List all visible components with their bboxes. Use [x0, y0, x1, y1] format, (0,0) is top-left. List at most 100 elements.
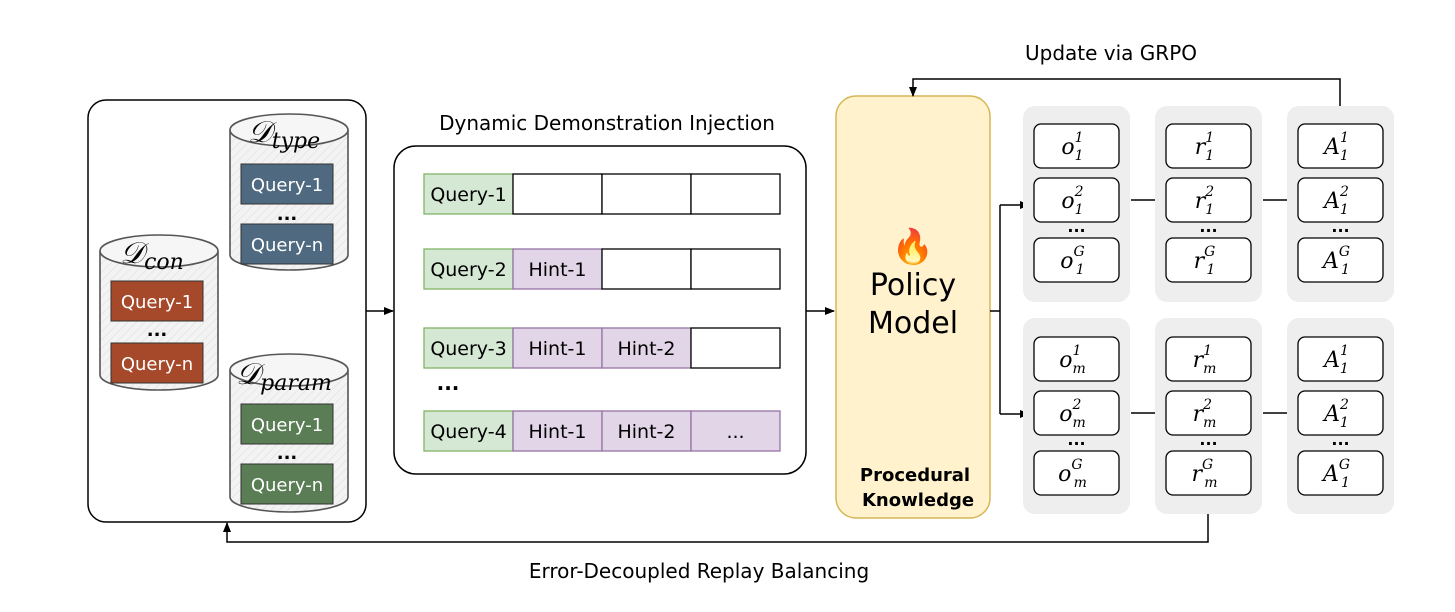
policy-model: 🔥 Policy Model Procedural Knowledge [835, 95, 991, 519]
output-box [1297, 123, 1384, 169]
database-param-query-first: Query-1 [251, 415, 323, 436]
empty-cell [690, 173, 781, 215]
query-cell [423, 248, 514, 290]
injection-container [393, 145, 807, 475]
output-dots: ... [1199, 430, 1217, 449]
output-box [1165, 123, 1252, 169]
query-cell-label: Query-1 [430, 184, 506, 206]
replay-balancing-label: Error-Decoupled Replay Balancing [529, 559, 869, 583]
empty-cell [601, 248, 692, 290]
hint-cell-label: Hint-1 [528, 338, 586, 360]
hint-cell-label: Hint-2 [617, 421, 675, 443]
dynamic-demo-title: Dynamic Demonstration Injection [439, 111, 775, 135]
procedural-knowledge-line2: Knowledge [862, 490, 974, 511]
database-type-query-last: Query-n [251, 235, 323, 256]
hint-cell-label: Hint-1 [528, 421, 586, 443]
database-param-cylinder: 𝒟param Query-1 ... Query-n [229, 353, 349, 513]
output-box [1165, 237, 1252, 283]
output-box [1297, 177, 1384, 223]
database-param-query-last: Query-n [251, 475, 323, 496]
output-box [1297, 237, 1384, 283]
database-con-query-first: Query-1 [121, 292, 193, 313]
policy-model-line2: Model [868, 306, 958, 341]
empty-cell [512, 173, 603, 215]
hint-cell-label: ... [726, 421, 744, 443]
query-cell [423, 410, 514, 452]
database-con-dots: ... [147, 320, 168, 341]
injection-rows-dots: ... [437, 371, 460, 395]
output-box [1165, 336, 1252, 382]
database-con-cylinder: 𝒟con Query-1 ... Query-n [99, 234, 219, 391]
output-box [1033, 123, 1120, 169]
output-dots: ... [1331, 217, 1349, 236]
hint-cell [601, 410, 692, 452]
injection-row: Query-3 Hint-1 Hint-2 [423, 327, 781, 369]
fire-icon: 🔥 [892, 227, 934, 266]
output-dots: ... [1067, 217, 1085, 236]
output-box [1033, 450, 1120, 496]
hint-cell [690, 410, 781, 452]
policy-model-line1: Policy [870, 268, 956, 303]
query-cell-label: Query-4 [430, 421, 506, 443]
output-dots: ... [1067, 430, 1085, 449]
query-cell [423, 173, 514, 215]
empty-cell [690, 248, 781, 290]
output-box [1165, 177, 1252, 223]
database-param-label: 𝒟param [236, 357, 332, 396]
output-box [1297, 336, 1384, 382]
empty-cell [690, 327, 781, 369]
hint-cell-label: Hint-2 [617, 338, 675, 360]
branch-connector [990, 205, 1001, 414]
injection-row: Query-2 Hint-1 [423, 248, 781, 290]
output-box [1165, 450, 1252, 496]
replay-balancing-arrow [223, 514, 1209, 543]
output-box [1033, 237, 1120, 283]
update-via-grpo-label: Update via GRPO [1025, 41, 1197, 65]
database-type-query-first: Query-1 [251, 175, 323, 196]
injection-row: Query-1 [423, 173, 781, 215]
output-box [1033, 390, 1120, 436]
output-dots: ... [1331, 430, 1349, 449]
query-cell-label: Query-3 [430, 338, 506, 360]
hint-cell [512, 248, 603, 290]
database-type-cylinder: 𝒟type Query-1 ... Query-n [229, 113, 349, 271]
output-box [1165, 390, 1252, 436]
database-type-label: 𝒟type [248, 115, 320, 154]
output-box [1033, 177, 1120, 223]
output-box [1033, 336, 1120, 382]
hint-cell [512, 327, 603, 369]
database-type-dots: ... [277, 204, 298, 225]
procedural-knowledge-line1: Procedural [860, 465, 970, 486]
database-con-label: 𝒟con [120, 236, 184, 275]
database-param-dots: ... [277, 443, 298, 464]
output-box [1297, 450, 1384, 496]
query-cell-label: Query-2 [430, 259, 506, 281]
hint-cell-label: Hint-1 [528, 259, 586, 281]
